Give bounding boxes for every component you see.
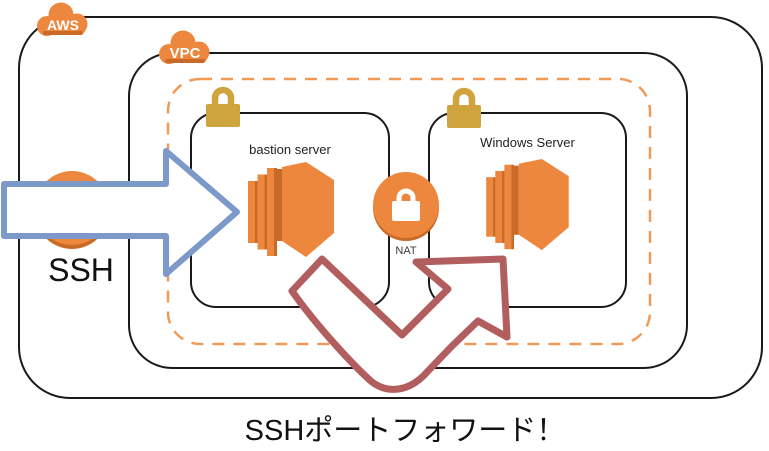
windows-ec2-icon [484, 158, 569, 259]
nat-gateway-icon [371, 171, 441, 246]
nat-label: NAT [395, 245, 417, 257]
vpc-cloud-icon: VPC [156, 29, 214, 72]
bastion-ec2-icon [246, 161, 334, 266]
windows-lock-icon [445, 86, 483, 135]
port-forward-arrow-icon [280, 248, 520, 403]
ssh-label: SSH [48, 252, 114, 288]
aws-cloud-icon: AWS [34, 1, 92, 44]
caption-text: SSHポートフォワード！ [244, 415, 566, 447]
ssh-arrow-icon [0, 140, 245, 287]
bastion-lock-icon [204, 85, 242, 134]
aws-label: AWS [47, 17, 79, 33]
bastion-server-label: bastion server [249, 142, 331, 157]
vpc-label: VPC [170, 45, 201, 62]
windows-server-label: Windows Server [480, 135, 575, 150]
